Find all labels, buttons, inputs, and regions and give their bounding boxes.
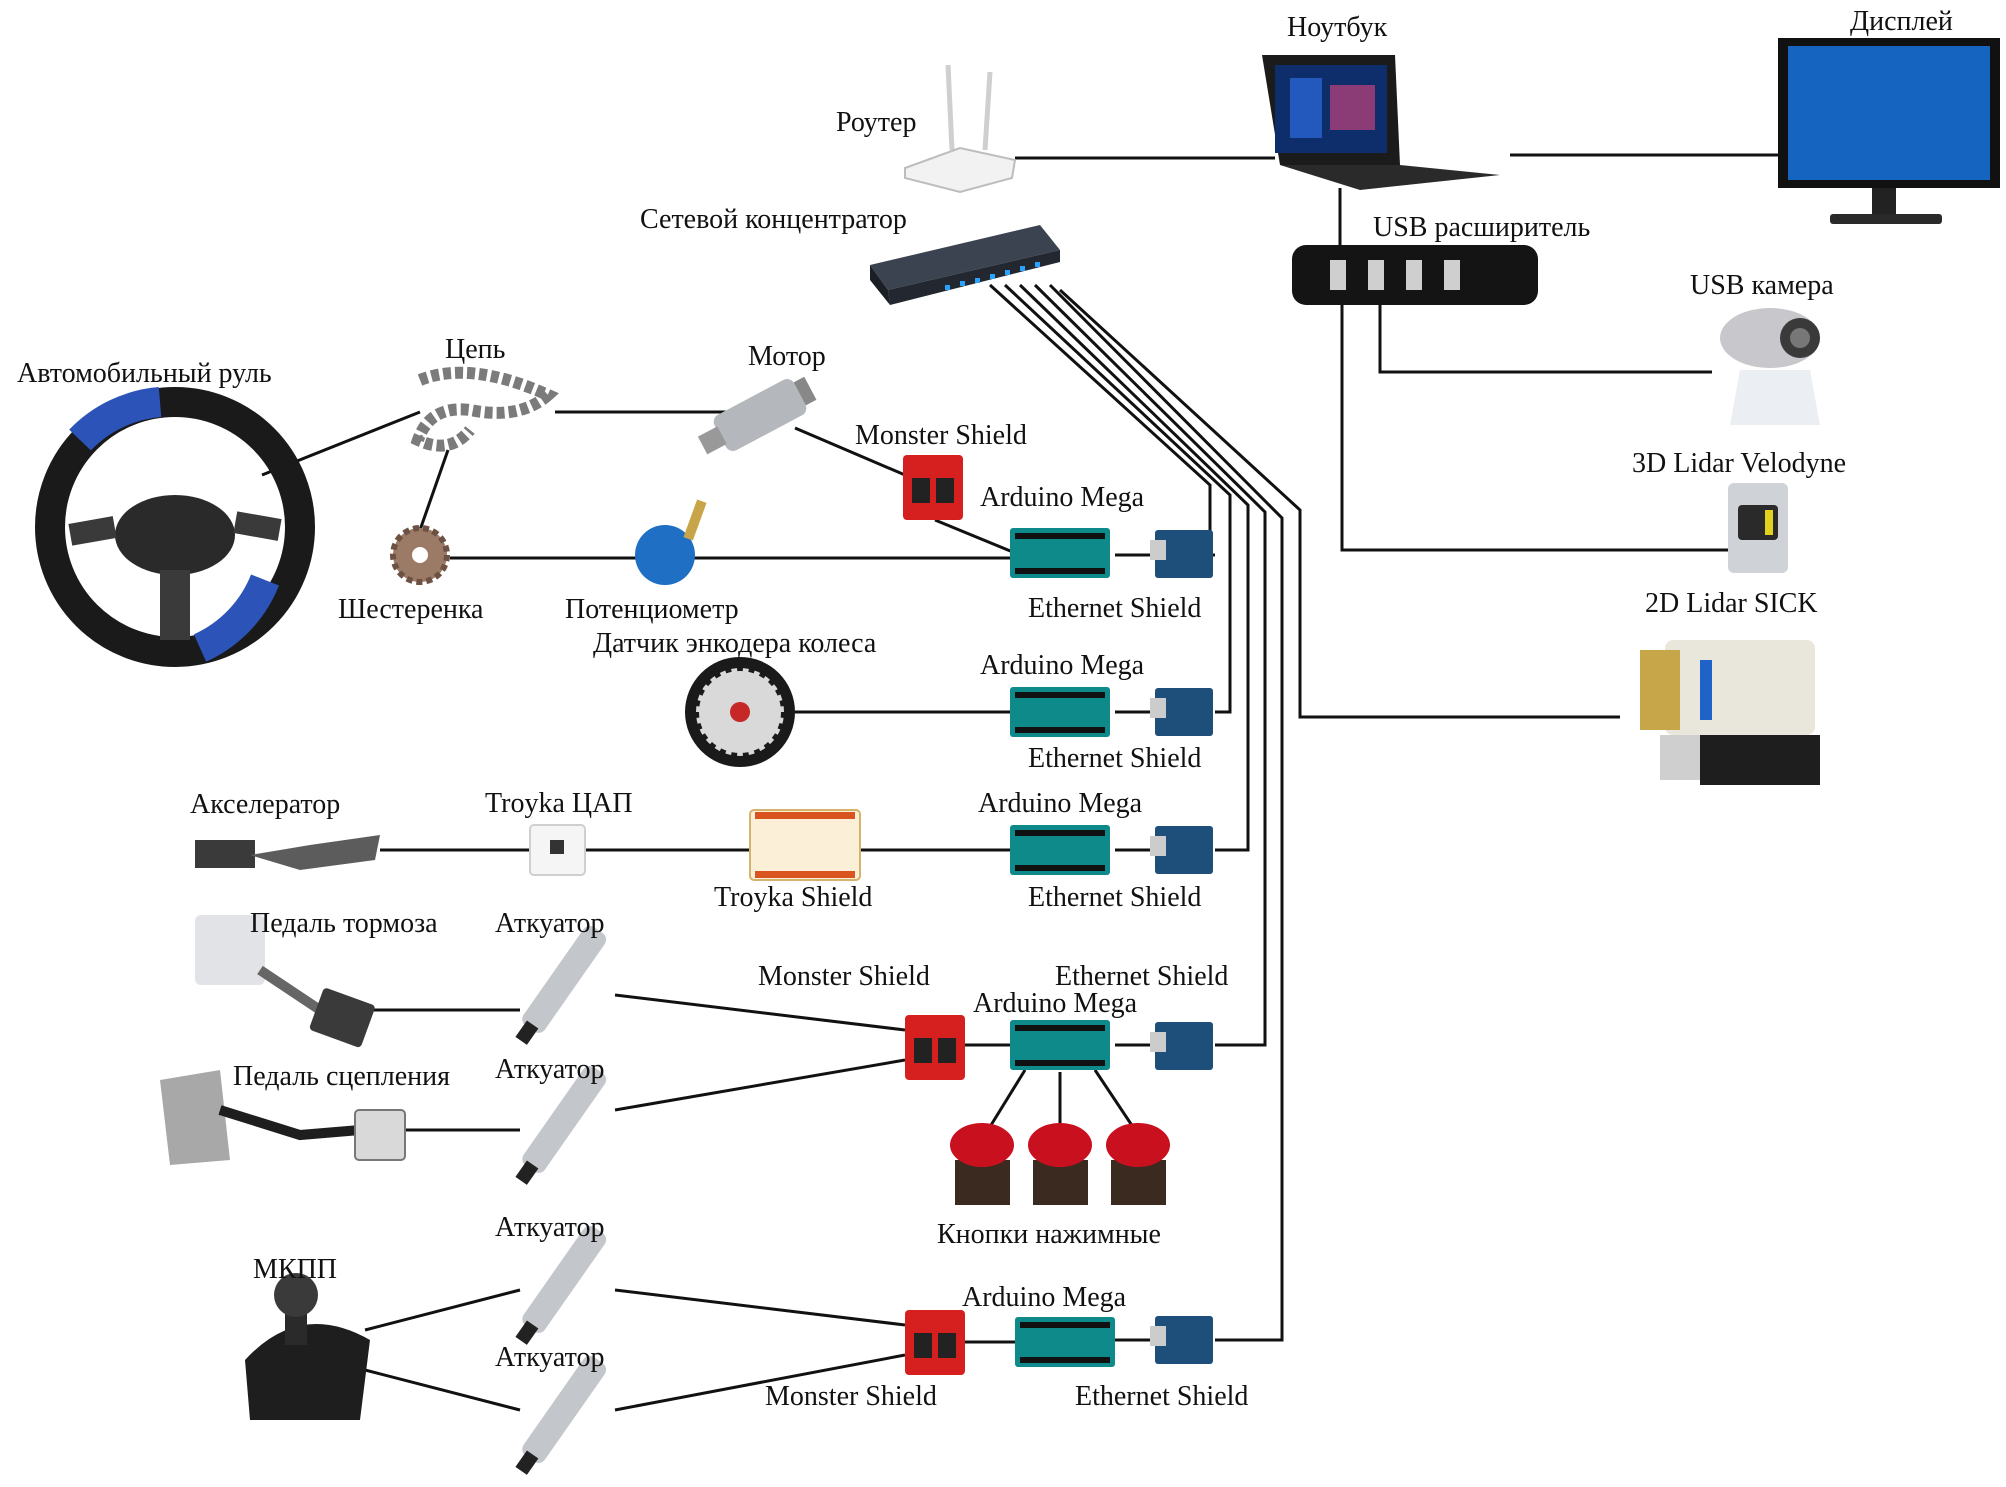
label-steering-wheel: Автомобильный руль	[17, 358, 272, 389]
wire-actuator3-monster3	[614, 1288, 906, 1327]
label-ethernet-shield-1: Ethernet Shield	[1028, 593, 1201, 624]
label-accelerator: Акселератор	[190, 789, 340, 820]
labels: Роутер Сетевой концентратор Ноутбук Дисп…	[17, 6, 1953, 1412]
usb-hub-icon	[1292, 245, 1538, 305]
label-brake-pedal: Педаль тормоза	[250, 908, 438, 939]
wire-mega4-button3	[1093, 1069, 1137, 1131]
label-arduino-mega-1: Arduino Mega	[980, 482, 1145, 513]
lidar-sick-icon	[1640, 640, 1820, 785]
wire-hub-eth4	[1033, 283, 1267, 1047]
accelerator-pedal-icon	[195, 835, 380, 870]
wire-actuator1-monster2	[614, 993, 906, 1032]
label-ethernet-shield-2: Ethernet Shield	[1028, 743, 1201, 774]
lidar-velodyne-icon	[1728, 483, 1788, 573]
label-troyka-shield: Troyka Shield	[714, 882, 872, 913]
label-wheel-encoder: Датчик энкодера колеса	[593, 628, 877, 659]
label-ethernet-shield-5: Ethernet Shield	[1075, 1381, 1248, 1412]
wire-mega4-button1	[986, 1069, 1027, 1131]
troyka-dac-icon	[529, 824, 586, 876]
clutch-pedal-icon	[160, 1070, 406, 1165]
wire-actuator2-monster2	[614, 1058, 906, 1112]
steering-wheel-icon	[35, 387, 315, 667]
label-router: Роутер	[836, 107, 916, 138]
label-monster-shield-2: Monster Shield	[758, 961, 930, 992]
linear-actuator-icon	[515, 1225, 607, 1345]
wire-gearbox-actuator4	[364, 1368, 521, 1412]
network-switch-icon	[870, 225, 1060, 305]
label-clutch-pedal: Педаль сцепления	[233, 1061, 450, 1092]
wire-motor-monster1	[794, 426, 913, 480]
label-arduino-mega-2: Arduino Mega	[980, 650, 1145, 681]
label-ethernet-shield-3: Ethernet Shield	[1028, 882, 1201, 913]
label-usb-hub: USB расширитель	[1373, 212, 1590, 243]
label-push-buttons: Кнопки нажимные	[937, 1219, 1161, 1250]
label-usb-camera: USB камера	[1690, 270, 1834, 301]
wire-monster1-mega1	[934, 518, 1021, 557]
label-lidar-3d: 3D Lidar Velodyne	[1632, 448, 1846, 479]
label-lidar-2d: 2D Lidar SICK	[1645, 588, 1818, 619]
wheel-encoder-icon	[685, 657, 795, 767]
chain-icon	[410, 366, 559, 452]
wire-hub-eth3	[1018, 283, 1250, 852]
linear-actuator-icon	[515, 1065, 607, 1185]
emergency-button-icon	[1028, 1123, 1092, 1205]
label-chain: Цепь	[445, 334, 505, 365]
label-hub: Сетевой концентратор	[640, 204, 907, 235]
arduino-mega-icon	[1015, 1317, 1115, 1367]
wire-hub-lidar2d	[1058, 288, 1620, 719]
emergency-button-icon	[1106, 1123, 1170, 1205]
monitor-icon	[1778, 38, 2000, 224]
ethernet-shield-icon	[1150, 530, 1213, 578]
potentiometer-icon	[635, 499, 707, 585]
gear-shifter-icon	[245, 1273, 370, 1420]
wire-hub-eth5	[1048, 283, 1284, 1342]
label-troyka-dac: Troyka ЦАП	[485, 788, 633, 819]
monster-shield-icon	[905, 1015, 965, 1080]
label-gearbox: МКПП	[253, 1254, 337, 1285]
linear-actuator-icon	[515, 925, 607, 1045]
laptop-icon	[1262, 55, 1500, 190]
label-actuator-2: Аткуатор	[495, 1054, 604, 1085]
ethernet-shield-icon	[1150, 1316, 1213, 1364]
usb-camera-icon	[1720, 308, 1820, 425]
label-arduino-mega-4: Arduino Mega	[973, 988, 1138, 1019]
wire-usbhub-camera	[1378, 305, 1712, 374]
label-actuator-1: Аткуатор	[495, 908, 604, 939]
label-arduino-mega-5: Arduino Mega	[962, 1282, 1127, 1313]
ethernet-shield-icon	[1150, 688, 1213, 736]
arduino-mega-icon	[1010, 1020, 1110, 1070]
monster-shield-icon	[905, 1310, 965, 1375]
wire-chain-gear	[418, 449, 450, 531]
label-potentiometer: Потенциометр	[565, 594, 739, 625]
wire-usbhub-lidar3d	[1340, 305, 1730, 552]
label-laptop: Ноутбук	[1287, 12, 1388, 43]
label-gear: Шестеренка	[338, 594, 484, 625]
troyka-shield-icon	[749, 809, 861, 881]
emergency-button-icon	[950, 1123, 1014, 1205]
arduino-mega-icon	[1010, 687, 1110, 737]
monster-shield-icon	[903, 455, 963, 520]
ethernet-shield-icon	[1150, 826, 1213, 874]
wire-hub-eth2	[1003, 283, 1232, 714]
label-ethernet-shield-4: Ethernet Shield	[1055, 961, 1228, 992]
brake-pedal-icon	[195, 915, 375, 1048]
arduino-mega-icon	[1010, 528, 1110, 578]
label-display: Дисплей	[1850, 6, 1953, 37]
label-arduino-mega-3: Arduino Mega	[978, 788, 1143, 819]
arduino-mega-icon	[1010, 825, 1110, 875]
router-icon	[904, 64, 1017, 194]
gear-icon	[390, 525, 450, 585]
label-actuator-3: Аткуатор	[495, 1212, 604, 1243]
linear-actuator-icon	[515, 1355, 607, 1475]
label-motor: Мотор	[748, 341, 826, 372]
wire-gearbox-actuator3	[364, 1288, 521, 1332]
ethernet-shield-icon	[1150, 1022, 1213, 1070]
wire-actuator4-monster3	[614, 1353, 906, 1412]
label-monster-shield-3: Monster Shield	[765, 1381, 937, 1412]
motor-icon	[697, 376, 817, 455]
label-monster-shield-1: Monster Shield	[855, 420, 1027, 451]
label-actuator-4: Аткуатор	[495, 1342, 604, 1373]
